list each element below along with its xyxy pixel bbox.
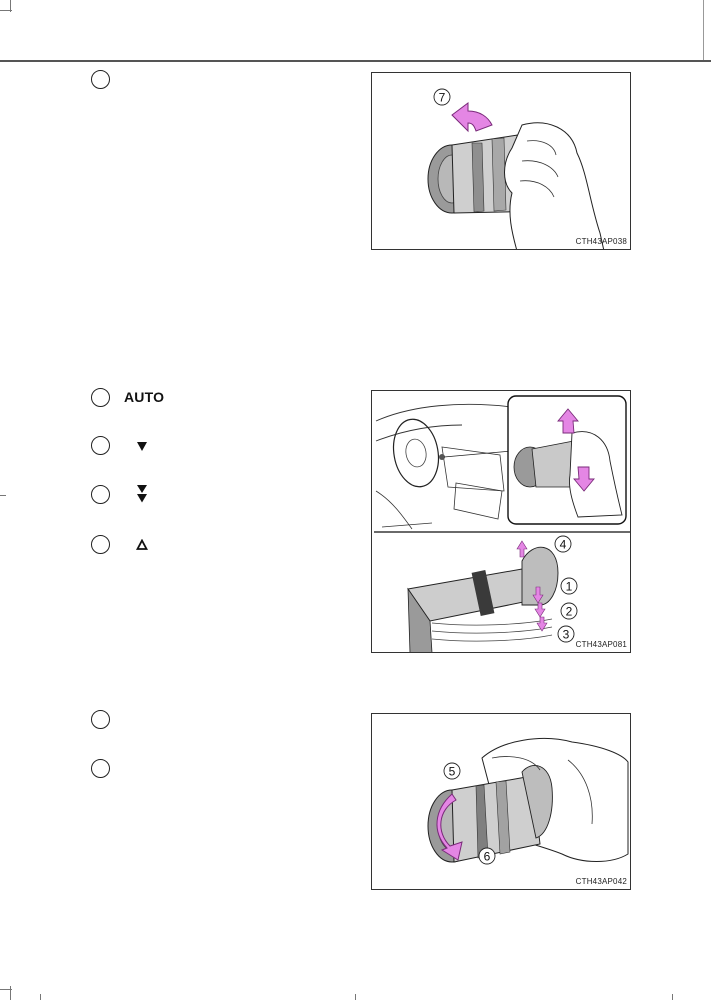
header-rule [0,60,711,62]
figure-sensitivity-ring: 5 6 CTH43AP042 [371,713,631,890]
wiper-modes-illustration: 4 1 2 3 [374,395,630,652]
crop-mark-top-left-v [10,0,11,12]
item-marker-mist [91,535,110,554]
crop-mark-bottom-tick-2 [355,994,356,1000]
callout-7: 7 [439,91,446,105]
crop-mark-bottom-tick-3 [672,994,673,1000]
figure-code: CTH43AP042 [575,877,627,886]
item-marker-high [91,485,110,504]
header-right-edge [703,0,704,62]
triangle-down-icon [137,442,147,451]
crop-mark-top-left-h [0,10,12,11]
figure-code: CTH43AP081 [575,640,627,649]
crop-mark-bottom-left-h [0,989,12,990]
item-marker-sensitivity-up [91,710,110,729]
callout-3: 3 [563,628,570,642]
sensitivity-ring-illustration: 5 6 [427,738,629,865]
figure-code: CTH43AP038 [575,237,627,246]
callout-2: 2 [566,605,573,619]
crop-mark-bottom-left-v [10,986,11,1000]
triangle-up-outline-icon [136,539,148,550]
callout-1: 1 [566,580,573,594]
lever-pull-illustration: 7 [427,88,605,249]
callout-6: 6 [484,850,491,864]
crop-mark-bottom-tick-1 [40,994,41,1000]
item-marker-sensitivity-down [91,759,110,778]
figure-wiper-modes: 4 1 2 3 CTH43AP081 [371,390,631,653]
figure-lever-pull: 7 CTH43AP038 [371,72,631,250]
callout-5: 5 [449,765,456,779]
item-marker-auto [91,388,110,407]
item-marker-1 [91,70,110,89]
item-marker-intermittent [91,436,110,455]
auto-mode-label: AUTO [124,389,165,405]
callout-4: 4 [560,538,567,552]
crop-mark-mid-left [0,495,6,496]
double-triangle-down-icon [137,485,147,503]
